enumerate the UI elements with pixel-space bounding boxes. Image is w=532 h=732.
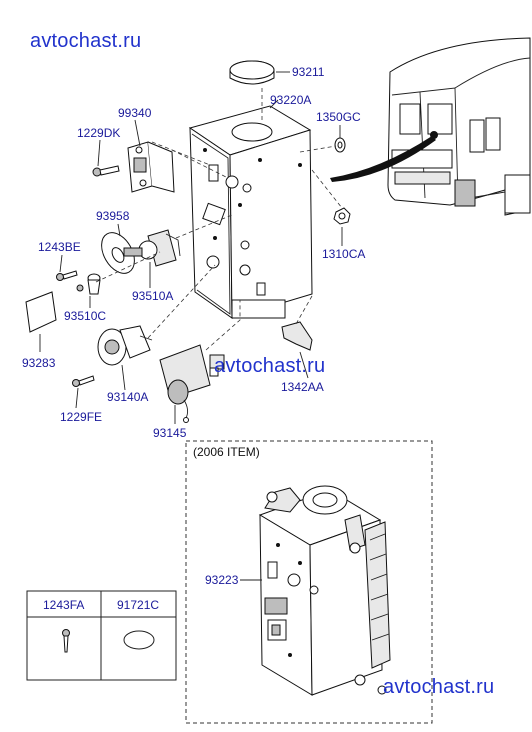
switch-93510A xyxy=(123,229,181,267)
relay-box-93220A xyxy=(188,105,313,319)
label-93283 xyxy=(25,291,57,333)
inset-2006-item: (2006 ITEM) 93223 xyxy=(185,440,433,724)
screw-1229FE xyxy=(72,375,95,387)
legend-screw-icon xyxy=(62,629,70,653)
label-93223: 93223 xyxy=(205,573,239,587)
label-1243BE: 1243BE xyxy=(38,240,81,254)
cap-93211 xyxy=(229,60,275,85)
label-93145: 93145 xyxy=(153,426,187,440)
bracket-1342AA xyxy=(281,321,313,351)
label-1229FE: 1229FE xyxy=(60,410,102,424)
label-93211: 93211 xyxy=(292,65,325,79)
legend-col2-header: 91721C xyxy=(117,598,159,612)
watermark-bottom: avtochast.ru xyxy=(383,676,495,698)
label-1229DK: 1229DK xyxy=(77,126,120,140)
socket-93140A xyxy=(97,325,153,366)
screw-1229DK xyxy=(92,165,120,177)
leader-lines xyxy=(39,71,343,424)
screw-1243BE xyxy=(56,270,78,281)
watermark-top: avtochast.ru xyxy=(30,30,142,52)
label-93220A: 93220A xyxy=(270,93,311,107)
label-93140A: 93140A xyxy=(107,390,148,404)
label-1342AA: 1342AA xyxy=(281,380,324,394)
legend-table: 1243FA 91721C xyxy=(26,590,177,681)
legend-cap-icon xyxy=(123,630,155,650)
cap-93145 xyxy=(159,344,225,423)
washer-1350GC xyxy=(334,137,346,153)
connector-99340 xyxy=(127,141,175,193)
relay-box-93223 xyxy=(258,485,391,696)
label-93283: 93283 xyxy=(22,356,56,370)
plate-93958 xyxy=(101,232,135,274)
label-1310CA: 1310CA xyxy=(322,247,365,261)
part-labels: 93211 93220A 99340 1229DK 1350GC 93958 1… xyxy=(22,65,365,440)
label-93510C: 93510C xyxy=(64,309,106,323)
nut-1310CA xyxy=(333,207,351,225)
inset-title: (2006 ITEM) xyxy=(193,445,260,459)
pin-93510C xyxy=(76,273,101,295)
label-93510A: 93510A xyxy=(132,289,173,303)
watermark-middle: avtochast.ru xyxy=(214,355,326,377)
van-rear-illustration xyxy=(330,37,531,216)
legend-col1-header: 1243FA xyxy=(43,598,84,612)
label-99340: 99340 xyxy=(118,106,152,120)
label-1350GC: 1350GC xyxy=(316,110,361,124)
label-93958: 93958 xyxy=(96,209,130,223)
assembly-lines xyxy=(95,88,343,351)
